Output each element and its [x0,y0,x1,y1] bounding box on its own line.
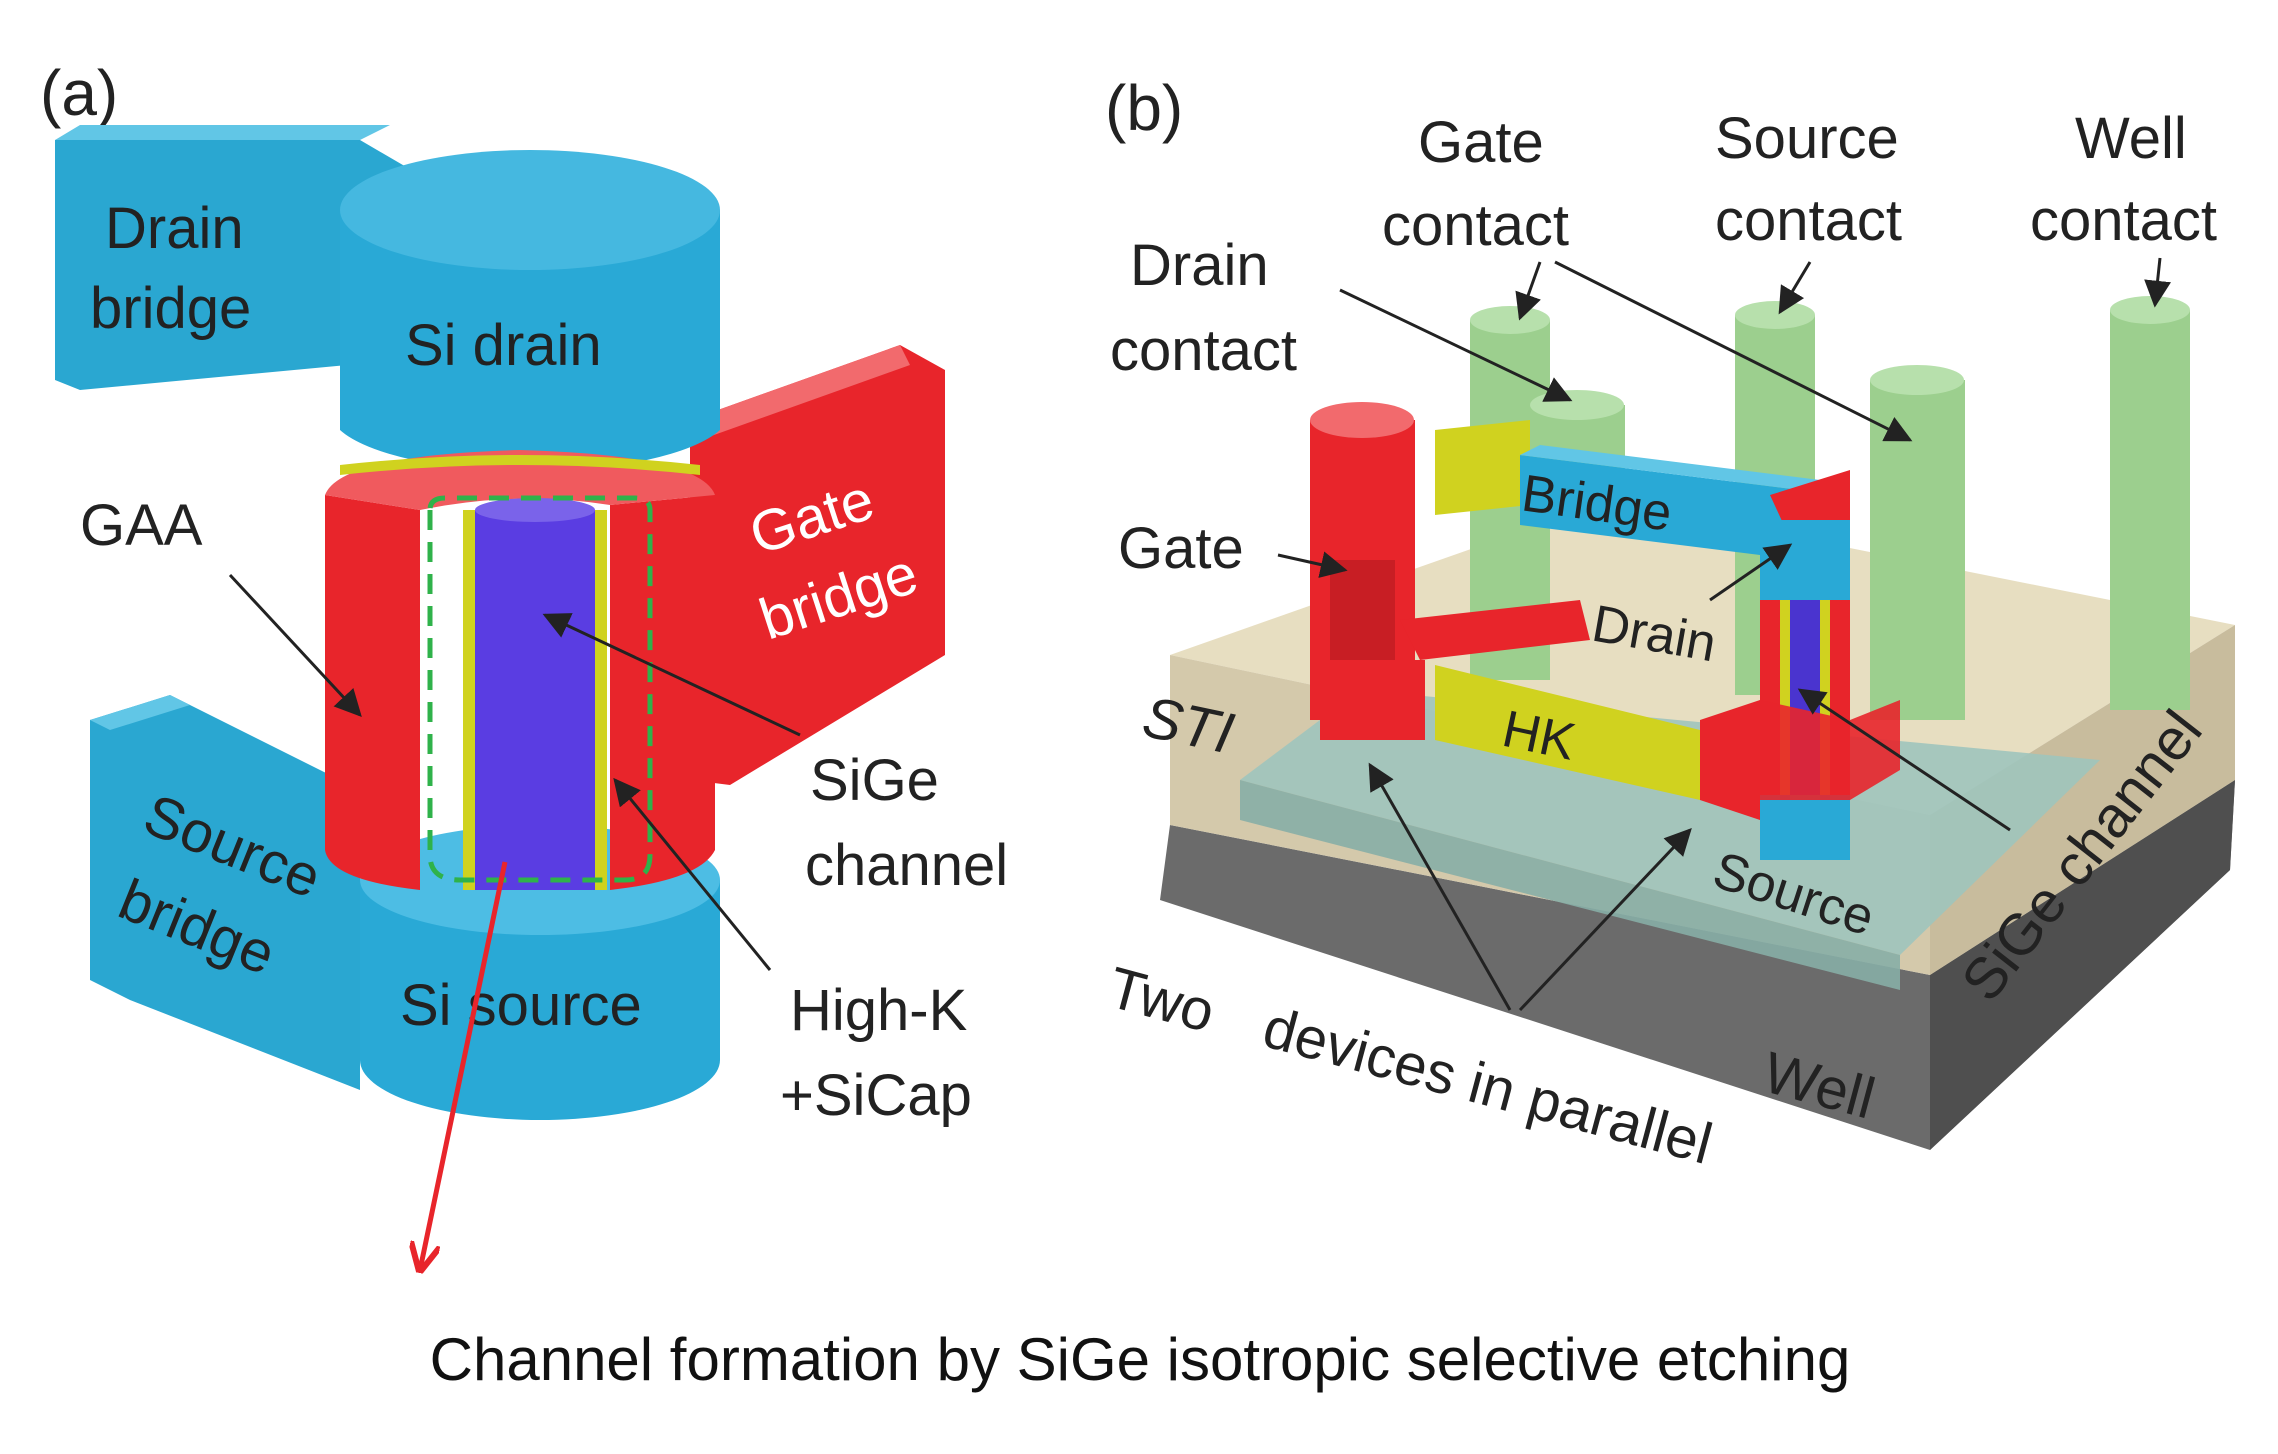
well-block [1160,780,2235,1150]
caption: Channel formation by SiGe isotropic sele… [430,1326,1851,1393]
drain-arrow [1709,543,1793,602]
high-k-arrow [613,777,772,971]
channel-dashed-outline [427,495,653,883]
high-k-label-1: High-K [790,978,968,1043]
sige-channel-label-2: channel [805,833,1008,898]
second-gate-contact-cylinder [1870,365,1965,720]
sti-block [1170,500,2235,990]
source-bridge-shape [90,695,360,1090]
panel-a-tag: (a) [40,57,118,129]
two-devices-arrow-1 [1368,762,1512,1011]
sige-channel [475,498,595,890]
high-k-liner-left [463,510,475,890]
panel-b-tag: (b) [1105,72,1183,144]
drain-contact-label-1: Drain [1130,233,1269,298]
well-contact-arrow [2144,257,2171,308]
gate-label: Gate [1118,516,1244,581]
drain-contact-label-2: contact [1110,318,1297,383]
drain-contact-arrow [1339,288,1573,402]
drain-bridge-label-2: bridge [90,276,251,341]
drain-bridge-shape [55,125,420,390]
two-devices-arrow-2 [1518,828,1692,1012]
gate-contact-arrow-1 [1515,261,1542,321]
drain-bridge-label-1: Drain [105,196,244,261]
source-contact-arrow [1778,261,1812,315]
high-k-liner-right [595,510,607,890]
gaa-label: GAA [80,493,203,558]
panel-a: (a) Drain bridge Gate bridge Source brid… [40,57,1008,1270]
gate-arrow [1277,551,1348,578]
lower-bridge [1320,660,1760,820]
source-contact-label-2: contact [1715,188,1902,253]
gate-contact-label-2: contact [1382,193,1569,258]
panel-b: (b) [1102,72,2235,1177]
gaa-arrow [228,573,362,717]
si-source-label: Si source [400,973,642,1038]
sige-channel-label-1: SiGe [810,748,939,813]
well-contact-label-1: Well [2075,106,2187,171]
source-contact-label-1: Source [1715,106,1899,171]
sige-channel-arrow [542,613,801,737]
gate-bridge-shape [690,345,945,785]
red-etch-arrow [420,861,508,1270]
sige-channel-b-arrow [1797,688,2011,832]
two-devices-label-1: Two [1102,955,1222,1045]
si-drain-cylinder [340,150,720,472]
high-k-label-2: +SiCap [780,1063,972,1128]
si-drain-label: Si drain [405,313,602,378]
well-contact-label-2: contact [2030,188,2217,253]
gate-contact-arrow-2 [1554,260,1913,442]
well-contact-cylinder [2110,296,2190,710]
gate-contact-label-1: Gate [1418,110,1544,175]
